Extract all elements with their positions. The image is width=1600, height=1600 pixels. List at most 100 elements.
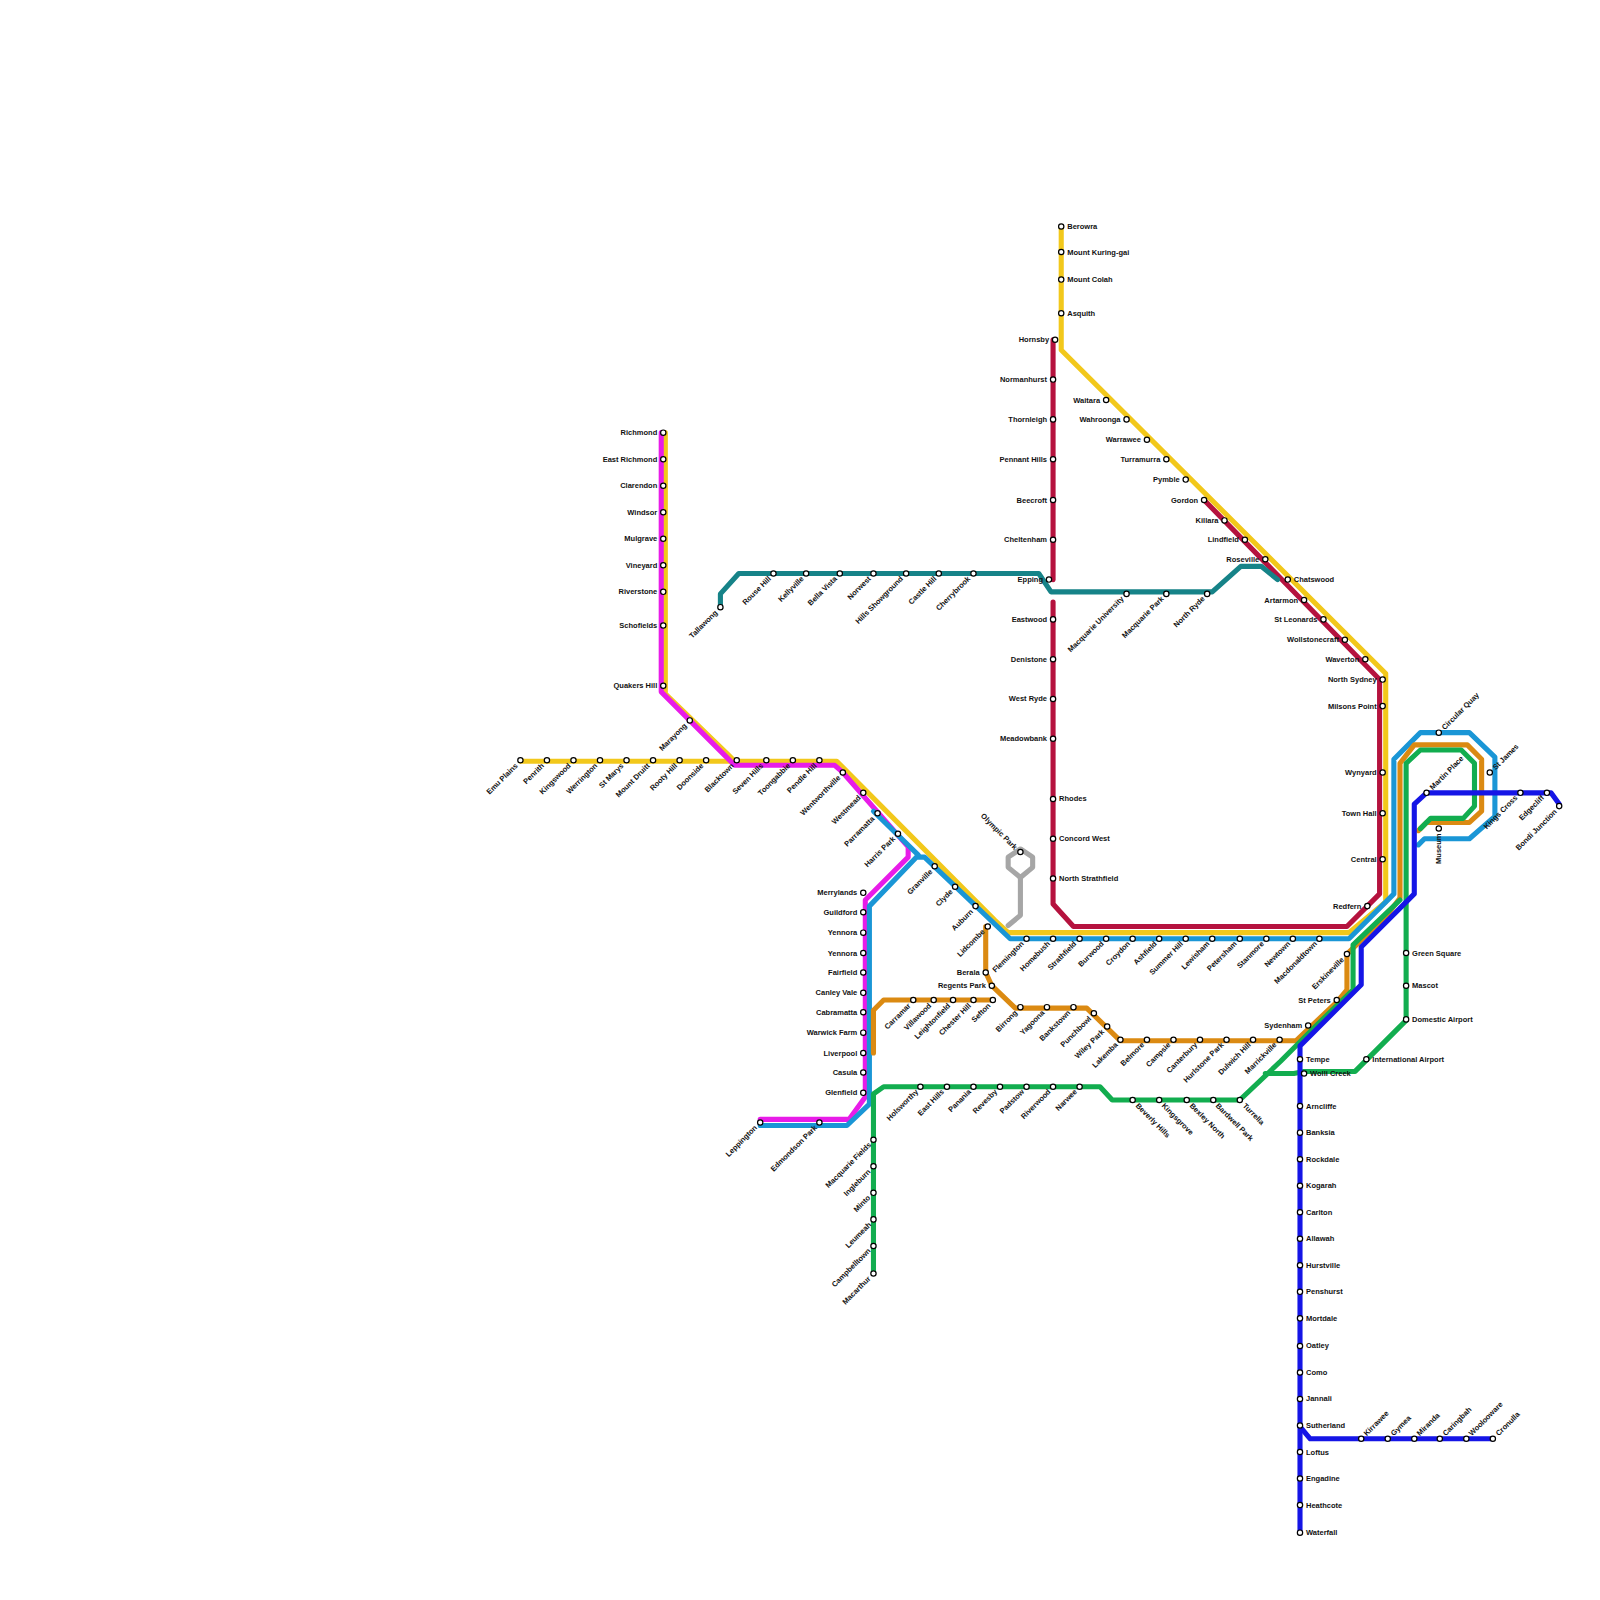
station-dot — [871, 1217, 876, 1222]
station-label: Merrylands — [817, 888, 857, 897]
north-shore-western-line — [665, 433, 734, 762]
station-dot — [871, 1190, 876, 1195]
station-dot — [1050, 497, 1055, 502]
station-dot — [1306, 1023, 1311, 1028]
station-label: Oatley — [1306, 1341, 1329, 1350]
station-dot — [1157, 936, 1162, 941]
station-dot — [1380, 857, 1385, 862]
station-label: Windsor — [627, 508, 657, 517]
station-label: Leppington — [724, 1123, 759, 1158]
station-dot — [817, 1120, 822, 1125]
station-dot — [1077, 1084, 1082, 1089]
station-label: Wolli Creek — [1310, 1069, 1351, 1078]
station-dot — [1024, 1084, 1029, 1089]
station-label: Waitara — [1073, 396, 1100, 405]
station-label: Como — [1306, 1368, 1327, 1377]
station-label: Rockdale — [1306, 1155, 1339, 1164]
station-label: Granville — [905, 867, 934, 896]
station-dot — [1210, 936, 1215, 941]
station-dot — [1297, 1423, 1302, 1428]
station-label: East Richmond — [603, 455, 658, 464]
station-label: Banksia — [1306, 1128, 1335, 1137]
station-label: Croydon — [1104, 940, 1132, 968]
station-label: Normanhurst — [1000, 375, 1047, 384]
station-label: Macquarie University — [1066, 595, 1126, 655]
station-dot — [571, 758, 576, 763]
station-dot — [1050, 537, 1055, 542]
station-label: Wahroonga — [1080, 415, 1121, 424]
station-dot — [837, 571, 842, 576]
station-dot — [1403, 1017, 1408, 1022]
station-label: Waterfall — [1306, 1528, 1337, 1537]
station-label: East Hills — [916, 1088, 946, 1118]
station-label: Jannali — [1306, 1394, 1332, 1403]
station-dot — [1297, 1343, 1302, 1348]
station-label: Killara — [1196, 516, 1219, 525]
station-dot — [1301, 1071, 1306, 1076]
station-label: St Leonards — [1274, 615, 1317, 624]
station-dot — [1297, 1157, 1302, 1162]
station-label: Regents Park — [938, 981, 986, 990]
station-label: Leumeah — [843, 1220, 873, 1250]
station-dot — [1297, 1316, 1302, 1321]
station-label: Mascot — [1412, 981, 1438, 990]
station-label: Sefton — [969, 1001, 992, 1024]
station-dot — [1059, 249, 1064, 254]
station-dot — [1050, 657, 1055, 662]
station-label: Cherrybrook — [934, 574, 972, 612]
station-label: Pymble — [1153, 475, 1180, 484]
station-dot — [1124, 417, 1129, 422]
station-dot — [1050, 876, 1055, 881]
station-label: Revesby — [971, 1088, 999, 1116]
station-dot — [1130, 936, 1135, 941]
station-dot — [1183, 936, 1188, 941]
station-dot — [1250, 1037, 1255, 1042]
station-label: Yennora — [828, 949, 858, 958]
station-dot — [840, 770, 845, 775]
station-dot — [871, 1137, 876, 1142]
station-dot — [1046, 577, 1051, 582]
station-dot — [861, 930, 866, 935]
station-dot — [911, 997, 916, 1002]
station-label: Wollstonecraft — [1287, 635, 1339, 644]
station-label: Warrawee — [1106, 435, 1141, 444]
station-dot — [817, 758, 822, 763]
station-label: St Peters — [1298, 996, 1331, 1005]
station-dot — [1024, 936, 1029, 941]
station-dot — [1242, 537, 1247, 542]
station-dot — [1018, 1004, 1023, 1009]
station-label: Riverstone — [618, 587, 657, 596]
station-dot — [771, 571, 776, 576]
station-dot — [661, 430, 666, 435]
station-label: Richmond — [621, 428, 658, 437]
station-dot — [1103, 397, 1108, 402]
station-dot — [1264, 936, 1269, 941]
station-dot — [661, 589, 666, 594]
station-dot — [952, 884, 957, 889]
station-dot — [1518, 790, 1523, 795]
station-label: Berowra — [1067, 222, 1097, 231]
station-dot — [1050, 377, 1055, 382]
station-dot — [871, 1271, 876, 1276]
station-dot — [1050, 457, 1055, 462]
station-dot — [861, 1030, 866, 1035]
station-label: Auburn — [949, 907, 974, 932]
station-label: Engadine — [1306, 1474, 1340, 1483]
station-label: Kellyville — [776, 574, 805, 603]
station-dot — [983, 970, 988, 975]
station-dot — [1157, 1097, 1162, 1102]
station-label: Doonside — [675, 761, 706, 792]
station-label: Arncliffe — [1306, 1102, 1336, 1111]
station-dot — [1018, 849, 1023, 854]
station-label: Panania — [946, 1088, 973, 1115]
station-dot — [1277, 1037, 1282, 1042]
northern-line — [1053, 500, 1380, 927]
station-dot — [803, 571, 808, 576]
station-dot — [1124, 591, 1129, 596]
station-label: Lindfield — [1208, 535, 1239, 544]
station-label: North Strathfield — [1059, 874, 1118, 883]
station-label: Turrella — [1241, 1101, 1266, 1126]
station-label: Mount Colah — [1067, 275, 1112, 284]
station-label: Casula — [833, 1068, 858, 1077]
station-dot — [1297, 1396, 1302, 1401]
